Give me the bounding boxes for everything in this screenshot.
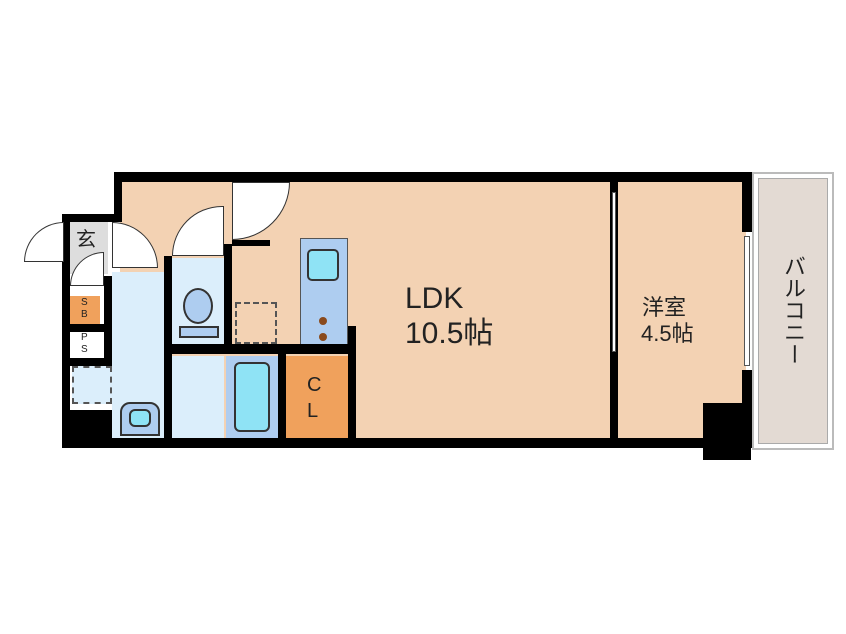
sink-icon [120, 402, 160, 436]
sliding-door [612, 192, 616, 352]
bathtub-icon [234, 362, 270, 432]
ldk-label: LDK [405, 282, 464, 315]
closet [286, 356, 348, 438]
wall [62, 214, 122, 222]
wall [742, 172, 752, 232]
wall [104, 276, 112, 366]
balcony [752, 172, 834, 450]
stove-burner-icon [319, 317, 327, 325]
bathroom [226, 356, 278, 438]
stove-burner-icon [319, 333, 327, 341]
kitchen-sink-icon [307, 249, 339, 281]
western-room-label: 洋室 [642, 295, 687, 320]
balcony-label: バルコニー [781, 255, 806, 365]
western-room-size: 4.5帖 [641, 321, 694, 346]
wall [348, 326, 356, 446]
wall [114, 172, 752, 182]
toilet-icon [183, 288, 213, 324]
ldk-size: 10.5帖 [405, 317, 494, 350]
wall [70, 324, 112, 332]
kitchen-counter [300, 238, 348, 346]
wall [70, 358, 112, 366]
washroom [172, 356, 224, 438]
closet-label-2: L [307, 400, 319, 422]
wall [62, 410, 112, 446]
pipe-space-label-1: P [81, 332, 88, 343]
shoe-box-label-2: B [81, 309, 88, 320]
pipe-space [70, 332, 100, 358]
wall [278, 354, 286, 444]
shoe-box-label-1: S [81, 297, 88, 308]
shoe-box [70, 296, 100, 324]
pillar [703, 403, 751, 460]
wall [164, 344, 352, 354]
closet-label-1: C [307, 374, 322, 396]
door-swing [24, 222, 64, 262]
toilet-tank-icon [179, 326, 219, 338]
western-room-floor [618, 182, 746, 440]
entrance-label: 玄 [76, 229, 96, 251]
wall [224, 244, 232, 354]
wall [232, 240, 270, 246]
balcony-window [744, 236, 750, 366]
washer-space [72, 366, 112, 404]
wall [62, 214, 70, 446]
fridge-space [235, 302, 277, 344]
pipe-space-label-2: S [81, 344, 88, 355]
wall [62, 438, 752, 448]
wall [114, 172, 122, 218]
